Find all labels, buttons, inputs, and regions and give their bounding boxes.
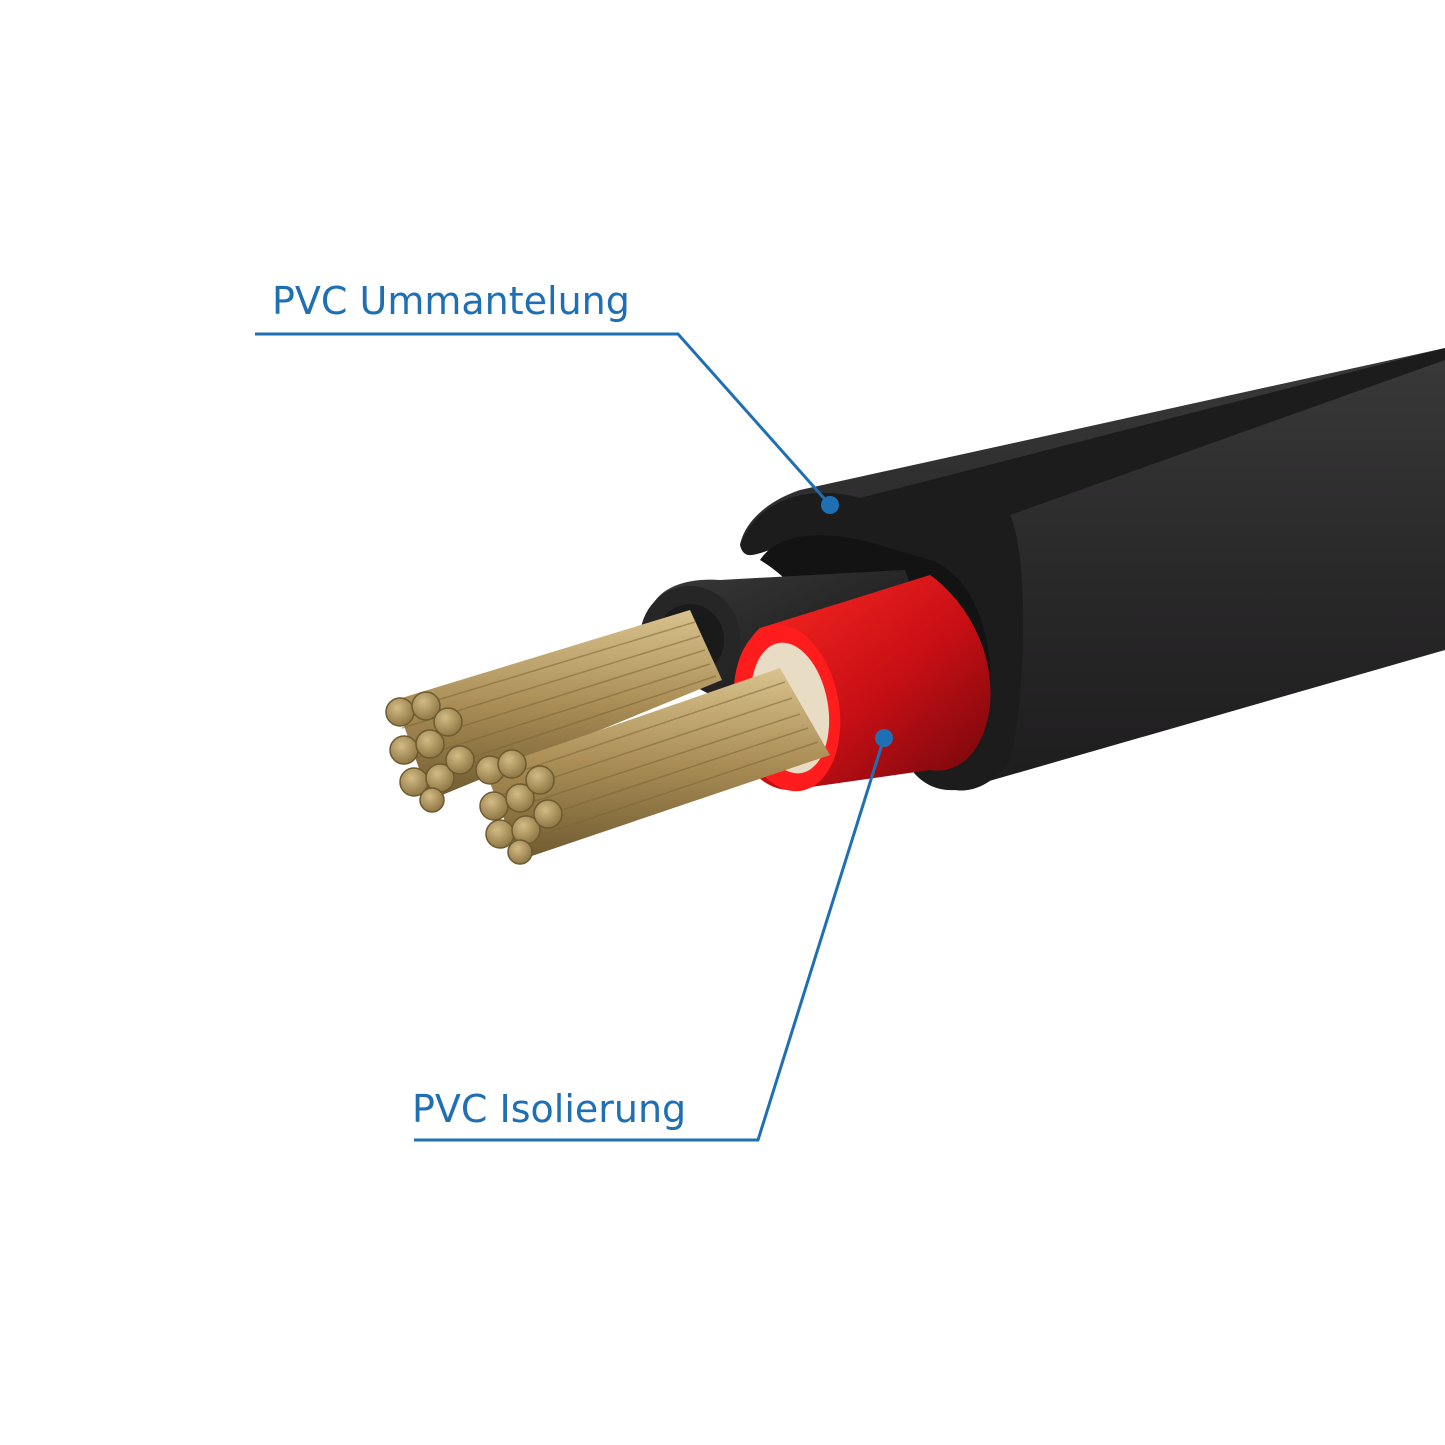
callout-dot-jacket xyxy=(821,496,839,514)
callout-leader-jacket xyxy=(255,332,839,514)
callout-label-jacket: PVC Ummantelung xyxy=(272,279,630,323)
callout-leader-insulation xyxy=(414,729,893,1142)
callout-label-insulation: PVC Isolierung xyxy=(412,1087,687,1131)
conductor-bundle-black-core xyxy=(385,610,722,813)
callout-dot-insulation xyxy=(875,729,893,747)
conductor-bundle-red-core xyxy=(475,668,830,865)
